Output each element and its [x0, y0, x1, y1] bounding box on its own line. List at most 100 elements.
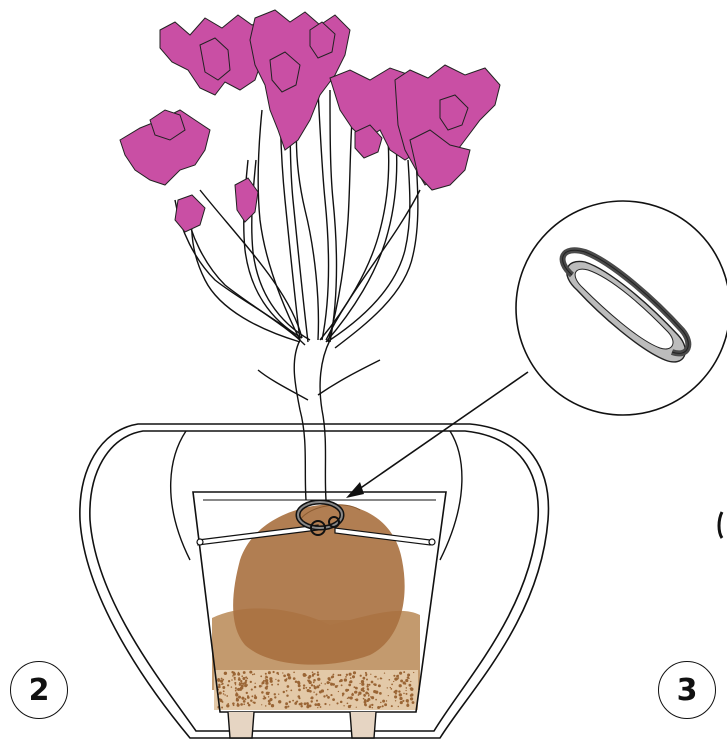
gravel-dot — [309, 681, 312, 684]
gravel-dot — [371, 696, 374, 699]
gravel-dot — [246, 678, 248, 680]
gravel-dot — [323, 695, 325, 697]
gravel-dot — [313, 691, 314, 692]
gravel-dot — [398, 690, 400, 692]
gravel-dot — [220, 680, 223, 683]
gravel-dot — [283, 691, 285, 693]
gravel-dot — [239, 683, 242, 686]
gravel-dot — [252, 674, 254, 676]
gravel-dot — [333, 674, 335, 676]
gravel-dot — [311, 696, 314, 699]
gravel-dot — [367, 684, 369, 686]
gravel-dot — [251, 695, 253, 697]
gravel-dot — [366, 679, 368, 681]
gravel-dot — [382, 705, 384, 707]
gravel-dot — [314, 703, 317, 706]
gravel-dot — [319, 684, 321, 686]
gravel-dot — [387, 687, 388, 688]
gravel-dot — [345, 676, 347, 678]
gravel-dot — [277, 683, 279, 685]
gravel-dot — [254, 686, 256, 688]
gravel-dot — [393, 681, 394, 682]
gravel-dot — [218, 686, 220, 688]
gravel-dot — [348, 697, 350, 699]
gravel-dot — [304, 702, 307, 705]
gravel-dot — [228, 680, 230, 682]
plant-trunk — [175, 90, 420, 500]
gravel-dot — [368, 693, 370, 695]
gravel-dot — [233, 704, 235, 706]
gravel-dot — [386, 700, 387, 701]
gravel-dot — [235, 687, 237, 689]
gravel-dot — [412, 701, 415, 704]
gravel-dot — [380, 702, 382, 704]
gravel-dot — [321, 683, 322, 684]
gravel-dot — [402, 700, 404, 702]
gravel-dot — [377, 678, 378, 679]
gravel-dot — [241, 697, 244, 700]
gravel-dot — [223, 693, 225, 695]
gravel-dot — [266, 676, 268, 678]
gravel-dot — [331, 676, 333, 678]
gravel-dot — [390, 688, 392, 690]
gravel-dot — [239, 688, 242, 691]
gravel-dot — [350, 696, 353, 699]
gravel-dot — [309, 687, 311, 689]
gravel-dot — [317, 703, 320, 706]
gravel-dot — [261, 704, 262, 705]
gravel-dot — [278, 700, 281, 703]
gravel-dot — [227, 703, 228, 704]
gravel-dot — [286, 690, 288, 692]
gravel-dot — [382, 700, 385, 703]
gravel-dot — [338, 691, 339, 692]
gravel-dot — [274, 696, 276, 698]
gravel-dot — [287, 685, 290, 688]
gravel-dot — [243, 700, 246, 703]
gravel-dot — [359, 683, 360, 684]
gravel-dot — [289, 701, 291, 703]
gravel-dot — [364, 701, 367, 704]
gravel-dot — [340, 679, 343, 682]
gravel-dot — [403, 681, 406, 684]
gravel-dot — [410, 681, 411, 682]
gravel-dot — [394, 695, 397, 698]
step-number-2-label: 2 — [29, 673, 50, 708]
gravel-dot — [224, 672, 227, 675]
gravel-dot — [285, 702, 288, 705]
gravel-dot — [311, 684, 313, 686]
gravel-dot — [391, 684, 393, 686]
gravel-dot — [390, 687, 391, 688]
gravel-dot — [254, 695, 256, 697]
gravel-dot — [395, 690, 398, 693]
gravel-dot — [270, 680, 273, 683]
gravel-dot — [319, 691, 322, 694]
gravel-dot — [363, 698, 365, 700]
gravel-dot — [221, 683, 223, 685]
gravel-dot — [369, 699, 371, 701]
gravel-dot — [253, 673, 255, 675]
gravel-dot — [217, 679, 220, 682]
gravel-dot — [221, 707, 223, 709]
gravel-dot — [374, 683, 377, 686]
gravel-dot — [407, 703, 409, 705]
gravel-dot — [410, 688, 413, 691]
gravel-dot — [234, 677, 236, 679]
gravel-dot — [330, 694, 332, 696]
gravel-dot — [286, 678, 288, 680]
gravel-dot — [409, 684, 412, 687]
gravel-dot — [275, 679, 276, 680]
gravel-dot — [354, 686, 356, 688]
gravel-dot — [222, 686, 225, 689]
gravel-dot — [406, 687, 408, 689]
gravel-dot — [316, 685, 319, 688]
gravel-dot — [324, 703, 326, 705]
gravel-dot — [327, 677, 330, 680]
gravel-dot — [393, 675, 395, 677]
gravel-dot — [324, 683, 326, 685]
gravel-dot — [365, 692, 368, 695]
gravel-dot — [368, 695, 369, 696]
gravel-dot — [261, 691, 264, 694]
gravel-dot — [320, 706, 322, 708]
gravel-dot — [231, 686, 232, 687]
gravel-dot — [381, 678, 383, 680]
